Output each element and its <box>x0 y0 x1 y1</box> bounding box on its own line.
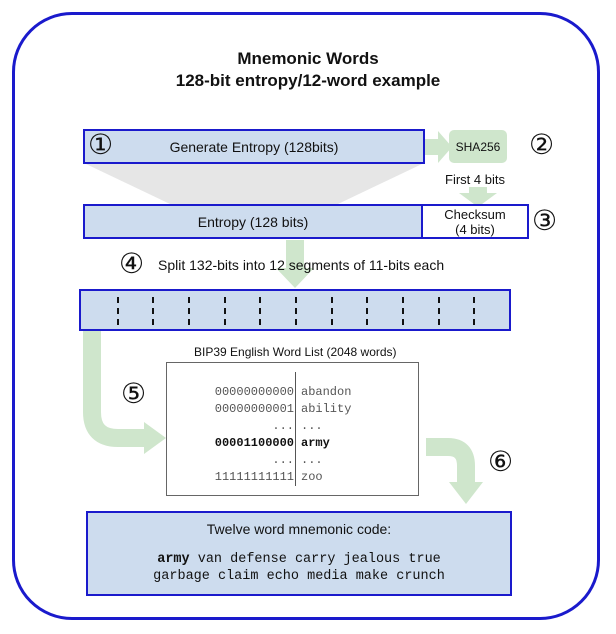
segment-divider <box>402 297 404 325</box>
step-1-marker: ① <box>88 128 114 161</box>
arrow-to-wordlist <box>83 331 146 447</box>
arrow-to-mnemonic <box>426 438 475 484</box>
sha256-label: SHA256 <box>455 139 501 154</box>
segment-divider <box>295 297 297 325</box>
segment-divider <box>473 297 476 325</box>
sha256-box: SHA256 <box>449 130 507 163</box>
checksum-size-label: (4 bits) <box>455 221 495 237</box>
wordlist-word: army <box>301 436 330 450</box>
first-bits-label: First 4 bits <box>445 172 505 187</box>
wordlist-bits: 00000000001 <box>214 402 294 416</box>
arrow-to-sha256 <box>424 131 452 163</box>
segment-divider <box>330 297 333 325</box>
wordlist-row: 00000000001 ability <box>167 402 420 418</box>
entropy-label: Entropy (128 bits) <box>197 213 309 230</box>
wordlist-box: 00000000000 abandon 00000000001 ability … <box>166 362 419 496</box>
wordlist-row: ... ... <box>167 419 420 435</box>
segment-divider <box>188 297 190 325</box>
wordlist-row: ... ... <box>167 453 420 469</box>
wordlist-word: ... <box>301 419 323 433</box>
mnemonic-header: Twelve word mnemonic code: <box>206 521 392 537</box>
mnemonic-first-word: army <box>157 552 190 567</box>
step-5-marker: ⑤ <box>121 377 147 410</box>
segment-divider <box>366 297 369 325</box>
segment-divider <box>116 297 119 325</box>
segment-divider <box>152 297 155 325</box>
step-6-marker: ⑥ <box>488 445 514 478</box>
wordlist-row: 11111111111 zoo <box>167 470 420 486</box>
segments-bar <box>79 289 511 331</box>
step-3-marker: ③ <box>532 204 558 237</box>
wordlist-bits: 11111111111 <box>214 470 294 484</box>
wordlist-word: ability <box>301 402 352 416</box>
wordlist-bits: 00000000000 <box>214 385 294 399</box>
mnemonic-line2: garbage claim echo media make crunch <box>153 569 445 584</box>
diagram-title: Mnemonic Words <box>237 49 379 68</box>
generate-entropy-box: Generate Entropy (128bits) <box>83 129 425 164</box>
step-4-marker: ④ <box>119 247 145 280</box>
wordlist-row-highlighted: 00001100000 army <box>167 436 420 452</box>
segment-divider <box>259 297 262 325</box>
mnemonic-line1-rest: van defense carry jealous true <box>189 552 441 567</box>
wordlist-bits: ... <box>272 419 294 433</box>
arrow-to-mnemonic-head <box>449 482 483 504</box>
arrow-to-wordlist-head <box>144 422 166 454</box>
wordlist-bits: ... <box>272 453 294 467</box>
wordlist-divider <box>295 372 296 486</box>
split-label: Split 132-bits into 12 segments of 11-bi… <box>158 257 445 273</box>
wordlist-word: zoo <box>301 470 323 484</box>
checksum-box: Checksum (4 bits) <box>421 204 529 239</box>
wordlist-word: abandon <box>301 385 352 399</box>
entropy-funnel <box>86 164 422 204</box>
wordlist-word: ... <box>301 453 323 467</box>
wordlist-bits: 00001100000 <box>214 436 294 450</box>
wordlist-title: BIP39 English Word List (2048 words) <box>194 345 397 359</box>
generate-entropy-label: Generate Entropy (128bits) <box>169 138 339 155</box>
diagram-frame <box>12 12 600 620</box>
segment-divider <box>437 297 440 325</box>
checksum-label: Checksum <box>444 206 506 222</box>
mnemonic-box: Twelve word mnemonic code: army van defe… <box>86 511 512 596</box>
segment-divider <box>223 297 226 325</box>
wordlist-row: 00000000000 abandon <box>167 385 420 401</box>
entropy-box: Entropy (128 bits) <box>83 204 423 239</box>
arrow-to-checksum <box>459 187 497 207</box>
diagram-subtitle: 128-bit entropy/12-word example <box>175 71 441 90</box>
step-2-marker: ② <box>529 128 555 161</box>
arrow-to-segments <box>276 240 314 288</box>
mnemonic-code: army van defense carry jealous true garba… <box>88 551 510 585</box>
